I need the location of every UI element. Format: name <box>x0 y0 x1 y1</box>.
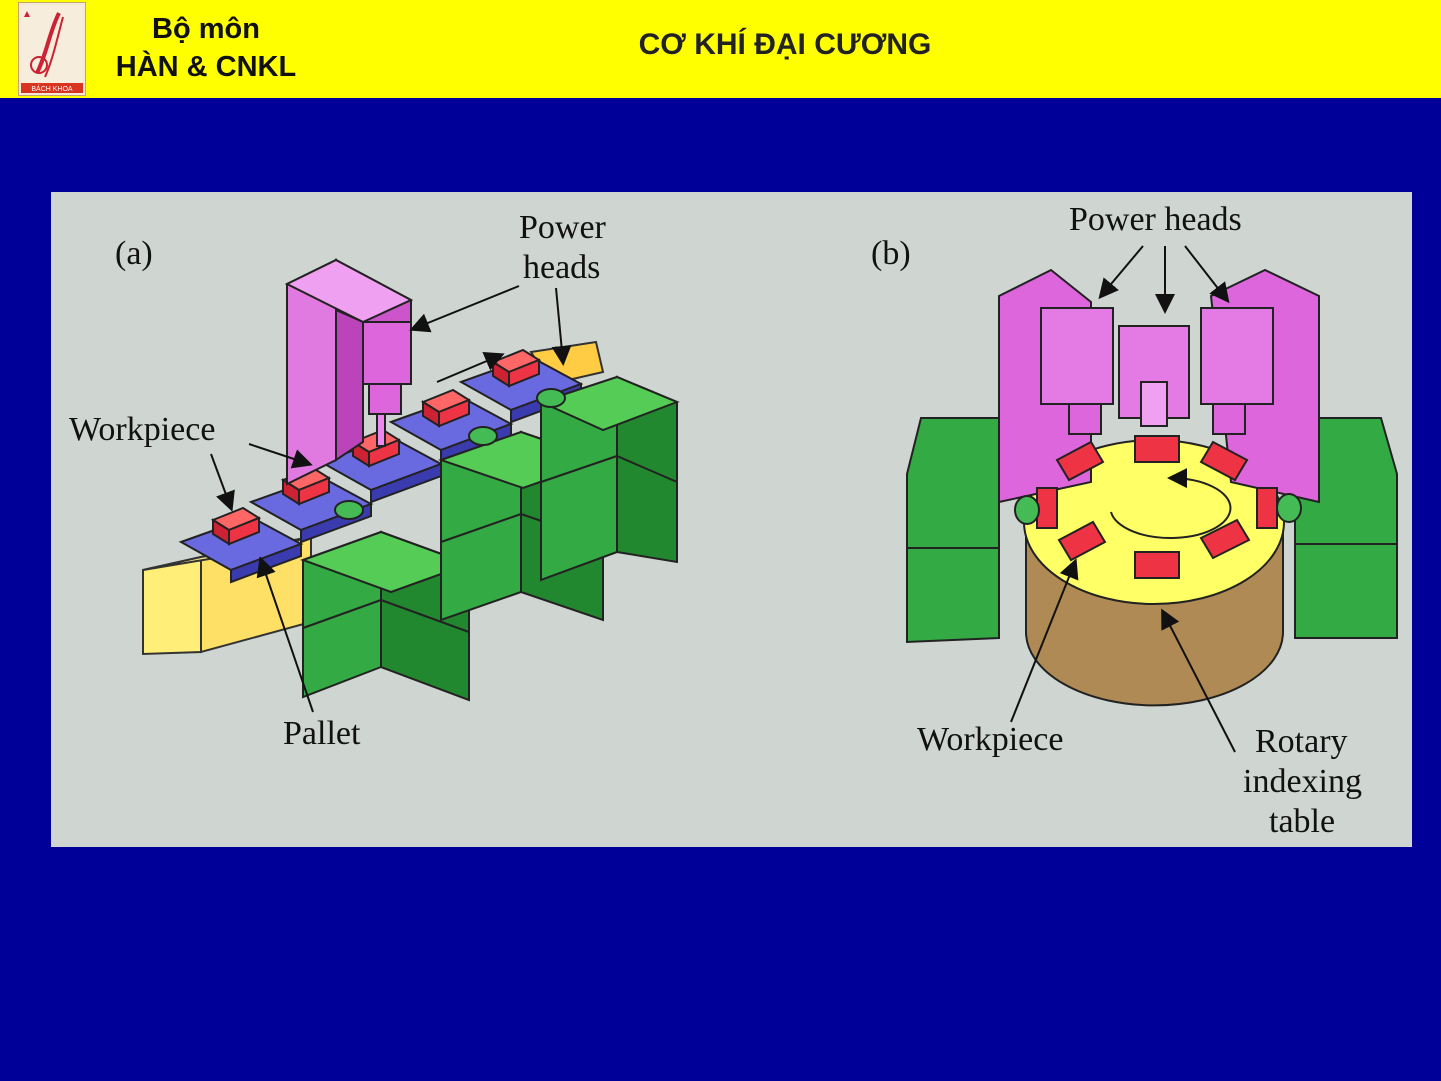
course-title: CƠ KHÍ ĐẠI CƯƠNG <box>560 28 1010 62</box>
label-pallet-a: Pallet <box>283 715 361 752</box>
diagram-a: (a) Power heads Workpiece Pallet <box>69 209 677 752</box>
label-b: (b) <box>871 235 911 272</box>
logo-text: BÁCH KHOA <box>31 84 73 93</box>
figure-illustration: (a) Power heads Workpiece Pallet <box>51 192 1412 847</box>
label-rotary-line3-b: table <box>1269 803 1335 840</box>
header-bar: BÁCH KHOA Bộ môn HÀN & CNKL CƠ KHÍ ĐẠI C… <box>0 0 1441 98</box>
dept-line-2: HÀN & CNKL <box>96 48 316 86</box>
label-rotary-line1-b: Rotary <box>1255 723 1348 760</box>
dept-line-1: Bộ môn <box>96 10 316 48</box>
label-power-heads-line1-a: Power <box>519 209 607 246</box>
label-power-heads-b: Power heads <box>1069 201 1242 238</box>
label-power-heads-line2-a: heads <box>523 249 600 286</box>
transfer-machine-figure: (a) Power heads Workpiece Pallet <box>51 192 1412 847</box>
label-workpiece-a: Workpiece <box>69 411 215 448</box>
diagram-b: (b) Power heads Workpiece Rotary indexin… <box>871 201 1397 840</box>
label-workpiece-b: Workpiece <box>917 721 1063 758</box>
university-logo: BÁCH KHOA <box>18 2 86 96</box>
department-name: Bộ môn HÀN & CNKL <box>96 10 316 86</box>
label-a: (a) <box>115 235 153 272</box>
label-rotary-line2-b: indexing <box>1243 763 1362 800</box>
